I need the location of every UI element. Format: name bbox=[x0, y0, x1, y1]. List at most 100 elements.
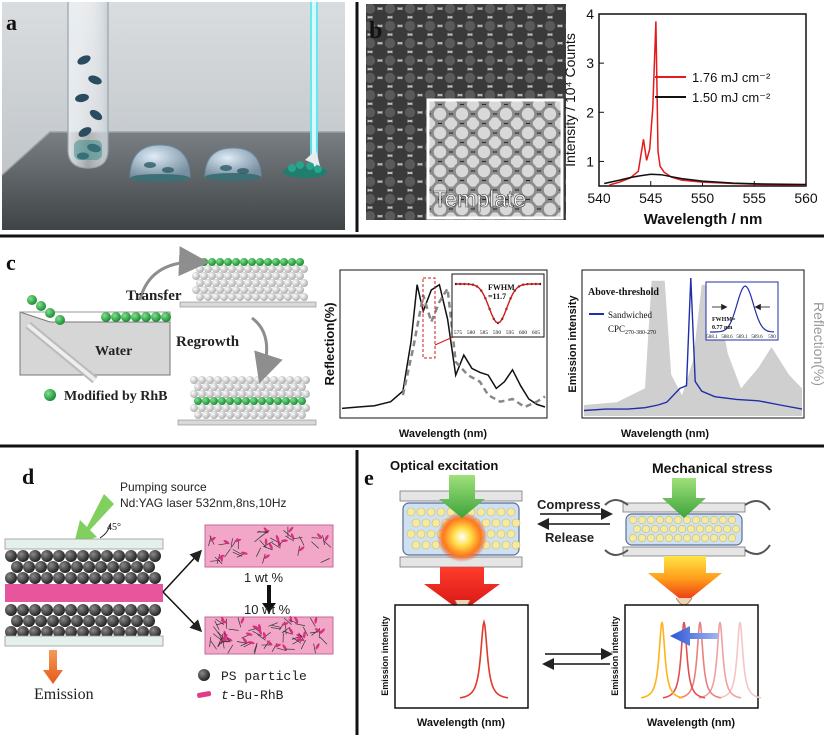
ps-sphere bbox=[280, 272, 288, 280]
green-sphere bbox=[266, 397, 274, 405]
cpc-sphere bbox=[669, 525, 677, 533]
ps-particle bbox=[65, 572, 77, 584]
ps-sphere bbox=[276, 293, 284, 301]
ps-sphere bbox=[272, 272, 280, 280]
ps-sphere bbox=[272, 286, 280, 294]
ps-sphere bbox=[302, 376, 310, 384]
chart-c1-highlight-box bbox=[422, 277, 436, 359]
cpc-sphere bbox=[710, 534, 718, 542]
cpc-sphere bbox=[406, 507, 416, 517]
panel-b-letter: b bbox=[369, 18, 382, 44]
ps-particle bbox=[41, 626, 53, 638]
ps-particle bbox=[131, 561, 143, 573]
chart-b-series-0 bbox=[609, 21, 807, 186]
ps-sphere bbox=[212, 279, 220, 287]
ps-sphere bbox=[196, 265, 204, 273]
chart-c1-lines bbox=[341, 283, 546, 410]
ps-particle bbox=[125, 550, 137, 562]
spectrum-right-peak-2 bbox=[678, 621, 722, 699]
ps-sphere bbox=[200, 286, 208, 294]
ps-sphere bbox=[190, 376, 198, 384]
ps-particle bbox=[83, 561, 95, 573]
ps-sphere bbox=[292, 279, 300, 287]
green-sphere bbox=[27, 295, 37, 305]
film-1wt bbox=[204, 524, 334, 568]
branch-arrow-top bbox=[162, 549, 203, 593]
ps-sphere bbox=[274, 411, 282, 419]
emission-arrow-right bbox=[648, 556, 722, 603]
ps-sphere bbox=[286, 376, 294, 384]
droplet-2 bbox=[204, 147, 262, 181]
dye-molecule bbox=[316, 533, 323, 539]
ps-sphere bbox=[296, 286, 304, 294]
inset-xtick: 590 bbox=[493, 330, 502, 336]
dye-molecule bbox=[242, 637, 248, 644]
branch-arrow-bottom bbox=[162, 591, 203, 633]
ps-sphere bbox=[236, 265, 244, 273]
pump-arrow bbox=[74, 494, 114, 544]
green-sphere bbox=[202, 397, 210, 405]
ps-particle bbox=[5, 572, 17, 584]
dye-molecule bbox=[298, 546, 305, 552]
cpc-sphere bbox=[674, 534, 682, 542]
c2-inset-xtick: 588.1 bbox=[706, 335, 718, 340]
ps-sphere bbox=[212, 293, 220, 301]
inset-xtick: 580 bbox=[467, 330, 476, 336]
spectrum-right-peaks bbox=[640, 621, 762, 699]
regrowth-label: Regrowth bbox=[176, 334, 240, 350]
chart-c2-legend-sub: CPC270-380-270 bbox=[608, 324, 656, 336]
dye-molecule bbox=[315, 643, 320, 650]
ps-layer-bottom bbox=[5, 604, 161, 638]
transfer-arrow bbox=[138, 246, 209, 301]
ps-particle bbox=[65, 604, 77, 616]
ps-sphere bbox=[270, 404, 278, 412]
dye-molecule bbox=[281, 622, 289, 626]
dye-molecule bbox=[275, 534, 280, 542]
inset-xtick: 585 bbox=[480, 330, 489, 336]
chart-c2-xlabel: Wavelength (nm) bbox=[621, 428, 710, 440]
green-sphere bbox=[240, 258, 248, 266]
ps-particle bbox=[101, 626, 113, 638]
regrowth-arrow bbox=[251, 316, 283, 384]
ps-particle bbox=[77, 572, 89, 584]
test-tube bbox=[67, 2, 109, 169]
green-sphere bbox=[232, 258, 240, 266]
ps-sphere bbox=[226, 411, 234, 419]
transfer-label: Transfer bbox=[126, 288, 182, 304]
ps-sphere bbox=[286, 390, 294, 398]
ps-sphere bbox=[270, 390, 278, 398]
chart-c2-reflection-area bbox=[584, 280, 802, 416]
ps-particle bbox=[89, 572, 101, 584]
chart-b-xtick-label: 550 bbox=[691, 190, 715, 206]
green-sphere bbox=[121, 312, 131, 322]
dye-molecule bbox=[209, 536, 216, 542]
ps-sphere bbox=[262, 390, 270, 398]
cpc-sphere bbox=[501, 518, 511, 528]
ps-sphere bbox=[250, 383, 258, 391]
excitation-burst bbox=[437, 512, 487, 562]
green-sphere bbox=[131, 312, 141, 322]
ps-particle bbox=[29, 572, 41, 584]
ps-particle bbox=[41, 550, 53, 562]
green-sphere bbox=[282, 397, 290, 405]
ps-sphere bbox=[300, 279, 308, 287]
ps-sphere bbox=[220, 265, 228, 273]
cpc-sphere bbox=[496, 507, 506, 517]
dye-molecule bbox=[266, 640, 273, 646]
ps-sphere bbox=[216, 272, 224, 280]
green-sphere bbox=[218, 397, 226, 405]
ps-sphere bbox=[284, 279, 292, 287]
ps-sphere bbox=[208, 272, 216, 280]
c2-inset-xtick: 589.6 bbox=[751, 335, 763, 340]
spectrum-right-ylabel: Emission intensity bbox=[610, 616, 620, 696]
ps-particle bbox=[29, 550, 41, 562]
cpc-sphere bbox=[728, 534, 736, 542]
green-sphere bbox=[234, 397, 242, 405]
ps-sphere bbox=[196, 279, 204, 287]
ps-sphere bbox=[300, 293, 308, 301]
pump-arrow-left bbox=[439, 475, 485, 518]
ps-sphere bbox=[236, 279, 244, 287]
inset-xtick: 595 bbox=[506, 330, 515, 336]
ps-particle bbox=[137, 604, 149, 616]
